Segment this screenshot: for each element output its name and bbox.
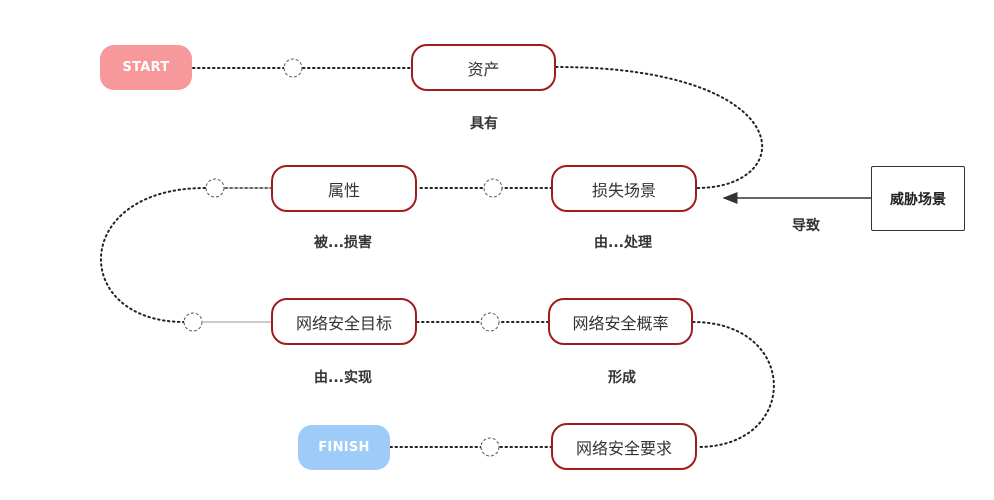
- connector-circle: [283, 58, 303, 78]
- label-cause: 导致: [792, 218, 820, 234]
- attribute-node[interactable]: 属性: [271, 165, 417, 212]
- connector-circle: [183, 312, 203, 332]
- loss-scenario-node[interactable]: 损失场景: [551, 165, 697, 212]
- connector-circle: [480, 437, 500, 457]
- start-node[interactable]: START: [100, 45, 192, 90]
- connector-circle: [205, 178, 225, 198]
- label-form: 形成: [608, 370, 636, 386]
- asset-node[interactable]: 资产: [411, 44, 556, 91]
- connector-circle: [480, 312, 500, 332]
- finish-node[interactable]: FINISH: [298, 425, 390, 470]
- label-has: 具有: [470, 116, 498, 132]
- security-goal-node[interactable]: 网络安全目标: [271, 298, 417, 345]
- label-by-achieve: 由...实现: [314, 370, 372, 386]
- security-probability-node[interactable]: 网络安全概率: [548, 298, 693, 345]
- connector-left-curve: [100, 187, 206, 323]
- connector-asset-loss: [555, 66, 764, 189]
- connector-probability-requirement: [692, 321, 775, 448]
- threat-scenario-node[interactable]: 威胁场景: [871, 166, 965, 231]
- label-by-handle: 由...处理: [594, 235, 652, 251]
- label-damaged-by: 被...损害: [314, 235, 372, 251]
- connector-circle: [483, 178, 503, 198]
- security-requirement-node[interactable]: 网络安全要求: [551, 423, 697, 470]
